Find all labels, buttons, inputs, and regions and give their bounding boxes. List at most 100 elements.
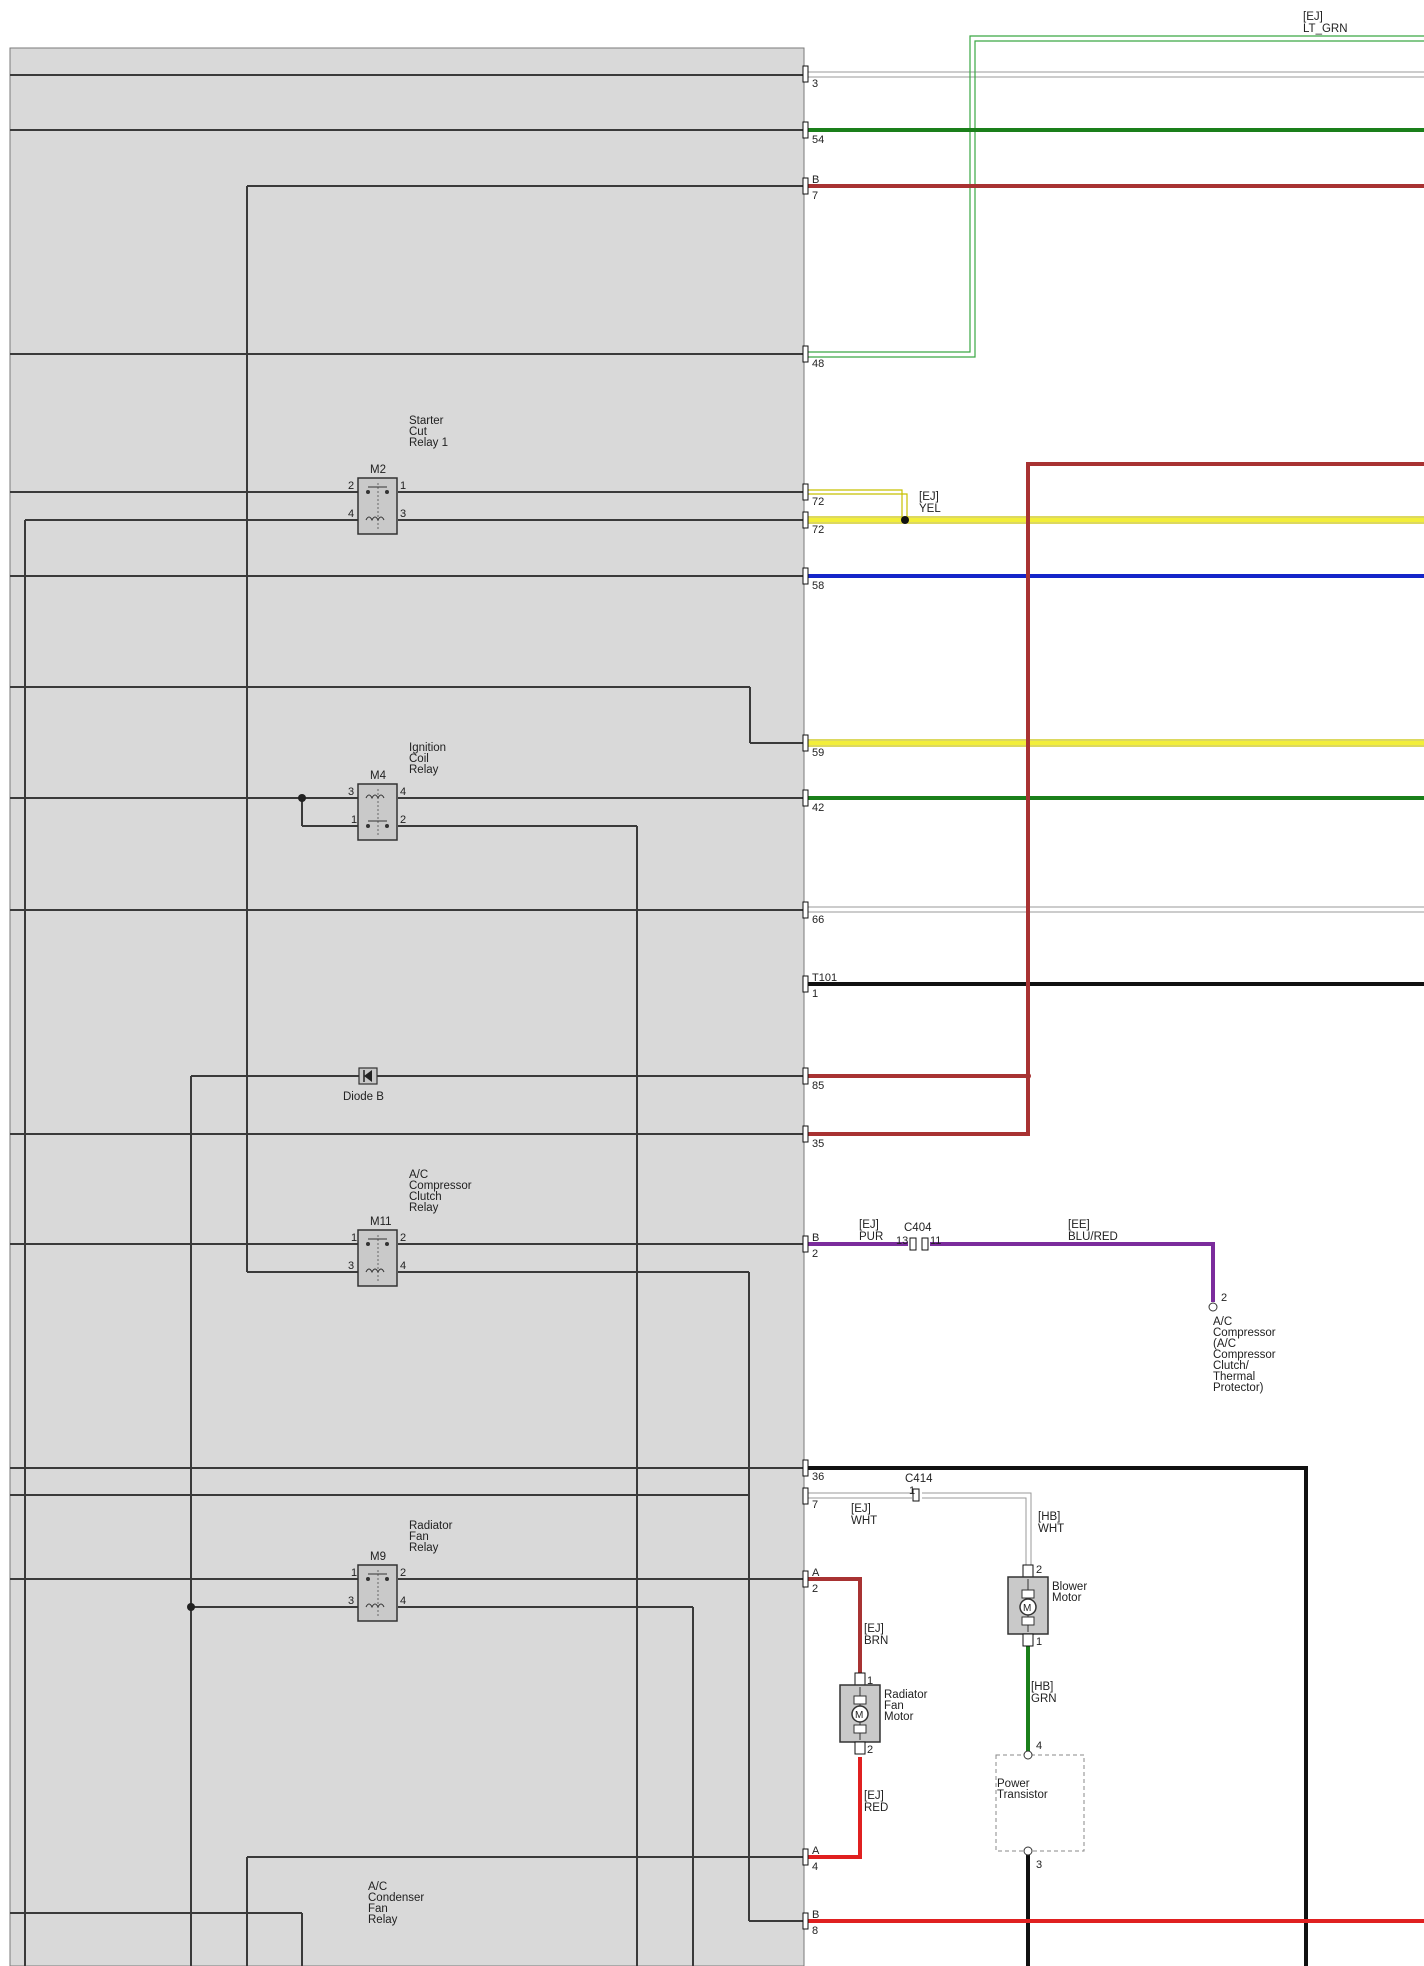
- wire-code-label: [EJ]: [864, 1623, 884, 1635]
- relay-name-line: Relay: [409, 1542, 439, 1554]
- relay-id: M4: [370, 770, 387, 782]
- relay-pin-label: 2: [348, 480, 354, 492]
- pin-36-label: 36: [812, 1471, 824, 1483]
- relay-name-line: Starter: [409, 415, 444, 427]
- connector-name: C414: [905, 1473, 933, 1485]
- relay-name-line: Ignition: [409, 742, 446, 754]
- wire-color-label: BLU/RED: [1068, 1231, 1118, 1243]
- relay-pin-label: 2: [400, 1567, 406, 1579]
- diode-b: Diode B: [343, 1067, 384, 1103]
- component-label-line: Power: [997, 1778, 1030, 1790]
- pin-8-label: 8: [812, 1925, 818, 1937]
- relay-name-line: Fan: [368, 1903, 388, 1915]
- wire-code-label: [EJ]: [859, 1219, 879, 1231]
- motor-icon: M: [855, 1710, 863, 1721]
- relay-pin-label: 1: [351, 1567, 357, 1579]
- relay-name-line: Cut: [409, 426, 428, 438]
- component-label-line: Thermal: [1213, 1371, 1255, 1383]
- pin-labels: 3 54 B 7 48 72 72 58 59 42 66 T101 1 85 …: [812, 78, 837, 1937]
- module-panel: [9, 47, 805, 1966]
- wire-color-label: GRN: [1031, 1693, 1057, 1705]
- pin-7-label: 7: [812, 1499, 818, 1511]
- relay-pin-label: 2: [400, 814, 406, 826]
- wire-color-label: BRN: [864, 1635, 888, 1647]
- pin-a2-letter: A: [812, 1567, 820, 1579]
- component-label-line: Compressor: [1213, 1327, 1276, 1339]
- relay-body: [357, 783, 398, 841]
- wire-color-label: YEL: [919, 503, 941, 515]
- relay-m2: Starter Cut Relay 1 M2 2 1 4 3: [348, 415, 448, 535]
- ac-compressor: 2 A/C Compressor (A/C Compressor Clutch/…: [1208, 1292, 1276, 1394]
- internal-wiring: [10, 74, 803, 1966]
- relay-pin-label: 1: [351, 814, 357, 826]
- relay-name-line: A/C: [409, 1169, 428, 1181]
- blower-motor: M 2 1 Blower Motor: [1007, 1564, 1087, 1648]
- relay-pin-label: 3: [400, 508, 406, 520]
- wire-code-label: [EJ]: [864, 1790, 884, 1802]
- junction-dot: [187, 1603, 195, 1611]
- radiator-fan-motor: M 1 2 Radiator Fan Motor: [839, 1672, 928, 1756]
- wire-color-label: LT_GRN: [1303, 23, 1348, 35]
- junction-dot: [1025, 1073, 1031, 1079]
- connector-pin-label: 1: [909, 1485, 915, 1497]
- module-pin-tabs: [802, 65, 809, 1930]
- component-pin-label: 4: [1036, 1740, 1042, 1752]
- component-label-line: Fan: [884, 1700, 904, 1712]
- relay-pin-label: 4: [348, 508, 354, 520]
- component-pin-label: 1: [1036, 1636, 1042, 1648]
- pin-59-label: 59: [812, 747, 824, 759]
- relay-ac-condenser-fan: A/C Condenser Fan Relay: [368, 1881, 424, 1926]
- relay-name-line: Fan: [409, 1531, 429, 1543]
- pin-1-label: 1: [812, 988, 818, 1000]
- pin-85-label: 85: [812, 1080, 824, 1092]
- connector-t101-label: T101: [812, 972, 837, 984]
- pin-a4-letter: A: [812, 1845, 820, 1857]
- wire-code-label: [HB]: [1031, 1681, 1053, 1693]
- diode-label: Diode B: [343, 1091, 384, 1103]
- relay-id: M11: [370, 1216, 392, 1228]
- relay-pin-label: 3: [348, 1260, 354, 1272]
- pin-42-label: 42: [812, 802, 824, 814]
- connector-pin-label: 13: [896, 1235, 908, 1247]
- pin-b8-letter: B: [812, 1909, 819, 1921]
- wire-color-label: WHT: [1038, 1523, 1064, 1535]
- pin-35-label: 35: [812, 1138, 824, 1150]
- component-label-line: Blower: [1052, 1581, 1087, 1593]
- pin-b2-letter: B: [812, 1232, 819, 1244]
- relay-pin-label: 3: [348, 1595, 354, 1607]
- pin-7-label: 7: [812, 190, 818, 202]
- pin-58-label: 58: [812, 580, 824, 592]
- relay-pin-label: 2: [400, 1232, 406, 1244]
- component-label-line: Compressor: [1213, 1349, 1276, 1361]
- relay-m11: A/C Compressor Clutch Relay M11 1 2 3 4: [348, 1169, 472, 1287]
- relay-name-line: Relay: [409, 1202, 439, 1214]
- pin-3-label: 3: [812, 78, 818, 90]
- component-label-line: Clutch/: [1213, 1360, 1250, 1372]
- wire-color-label: WHT: [851, 1515, 877, 1527]
- relay-name-line: Condenser: [368, 1892, 424, 1904]
- relay-pin-label: 4: [400, 1595, 406, 1607]
- pin-2-label: 2: [812, 1583, 818, 1595]
- component-pin-label: 2: [867, 1744, 873, 1756]
- connector-name: C404: [904, 1222, 932, 1234]
- pin-b7-letter: B: [812, 174, 819, 186]
- relay-m4: Ignition Coil Relay M4 3 4 1 2: [348, 742, 446, 841]
- relay-name-line: Clutch: [409, 1191, 442, 1203]
- relay-body: [357, 1229, 398, 1287]
- pin-54-label: 54: [812, 134, 824, 146]
- component-pin-label: 1: [867, 1675, 873, 1687]
- wire-code-label: [EJ]: [919, 491, 939, 503]
- relay-name-line: Coil: [409, 753, 429, 765]
- power-transistor: 4 3 Power Transistor: [995, 1740, 1085, 1871]
- relay-m9: Radiator Fan Relay M9 1 2 3 4: [348, 1520, 453, 1622]
- wire-code-label: [HB]: [1038, 1511, 1060, 1523]
- external-wiring: [804, 35, 1424, 1966]
- component-label-line: (A/C: [1213, 1338, 1236, 1350]
- component-label-line: Motor: [884, 1711, 914, 1723]
- relay-body: [357, 1564, 398, 1622]
- component-pin-label: 2: [1036, 1564, 1042, 1576]
- relay-pin-label: 1: [351, 1232, 357, 1244]
- component-label-line: Motor: [1052, 1592, 1082, 1604]
- relay-pin-label: 4: [400, 786, 406, 798]
